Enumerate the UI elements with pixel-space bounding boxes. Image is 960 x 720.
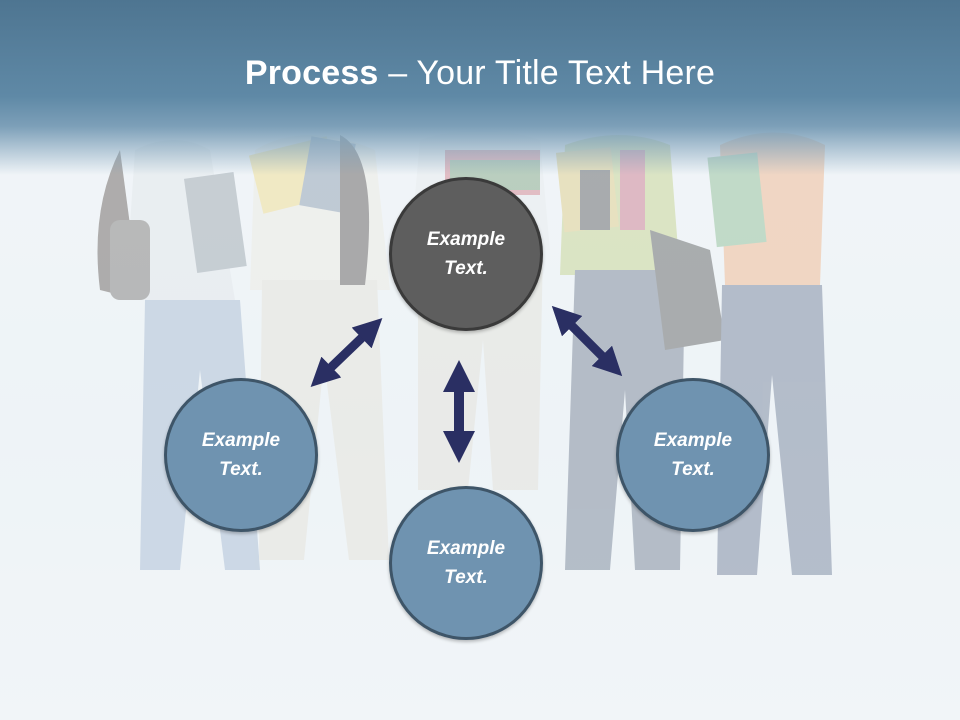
process-node-left[interactable]: Example Text. [164, 378, 318, 532]
node-text: Example Text. [426, 538, 506, 588]
title-bar [0, 0, 960, 175]
node-text: Example Text. [653, 430, 733, 480]
node-text: Example Text. [201, 430, 281, 480]
process-node-top[interactable]: Example Text. [389, 177, 543, 331]
arrow-top-left [310, 318, 383, 387]
process-node-bottom[interactable]: Example Text. [389, 486, 543, 640]
slide-title: Process – Your Title Text Here [0, 54, 960, 93]
title-rest: – Your Title Text Here [378, 54, 716, 92]
arrow-top-right [551, 305, 623, 377]
node-text: Example Text. [426, 229, 506, 279]
title-bold: Process [244, 54, 379, 92]
process-node-right[interactable]: Example Text. [616, 378, 770, 532]
